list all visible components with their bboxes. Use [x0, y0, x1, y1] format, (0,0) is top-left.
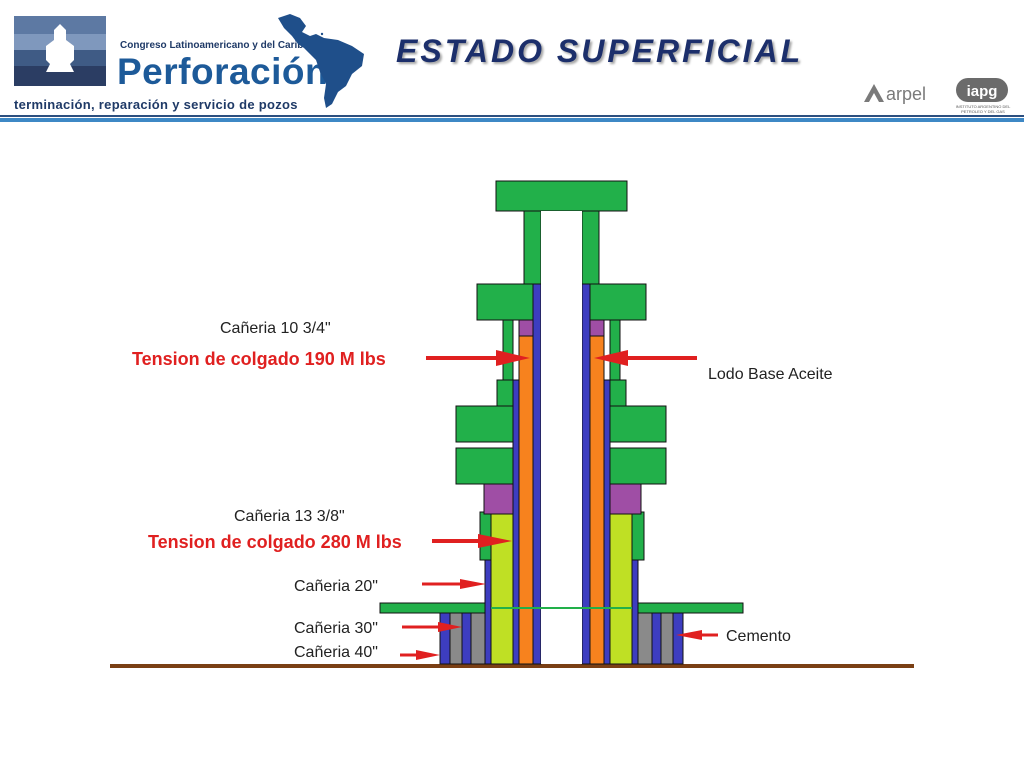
cement-right-inner	[637, 612, 653, 665]
label-casing-30: Cañeria 30"	[294, 620, 378, 637]
tagline: terminación, reparación y servicio de po…	[14, 97, 298, 112]
flange-upper-right	[589, 283, 647, 321]
slide-title: ESTADO SUPERFICIAL	[396, 33, 804, 69]
arpel-logo: arpel	[862, 78, 942, 106]
seal-upper-left	[518, 319, 534, 337]
header-rule-accent	[0, 118, 1024, 122]
iapg-subtitle: INSTITUTO ARGENTINO DEL PETROLEO Y DEL G…	[955, 104, 1011, 114]
upper-spool-right	[609, 319, 621, 381]
flange-mid-right	[609, 405, 667, 443]
label-casing-20: Cañeria 20"	[294, 578, 378, 595]
casing-20-right	[631, 559, 639, 665]
upper-spool-left	[502, 319, 514, 381]
casing-40-left	[439, 612, 451, 665]
casing-13-right	[603, 379, 611, 665]
casing-10-left	[532, 263, 542, 665]
flange-mid-left	[455, 405, 514, 443]
brand-name: Perforación	[117, 51, 329, 92]
casing-20-left	[484, 559, 492, 665]
arrow-casing-20	[422, 579, 486, 589]
seal-lower-right	[609, 483, 642, 515]
bore	[541, 211, 582, 664]
cement-13-right	[609, 513, 633, 665]
casing-10-right	[581, 263, 591, 665]
congress-line: Congreso Latinoamericano y del Caribe de	[120, 40, 324, 51]
neck-right	[581, 209, 600, 285]
arrow-cemento	[676, 630, 718, 640]
iapg-logo-icon: iapg	[956, 78, 1008, 102]
lower-spool-right	[631, 511, 645, 561]
label-lodo: Lodo Base Aceite	[708, 366, 833, 383]
label-tension-280: Tension de colgado 280 M lbs	[148, 532, 402, 552]
label-casing-40: Cañeria 40"	[294, 644, 378, 661]
flange-bottom-left	[455, 447, 514, 485]
arrow-casing-40	[400, 650, 440, 660]
cement-left-outer	[449, 612, 463, 665]
cement-13-left	[490, 513, 514, 665]
flange-upper-left	[476, 283, 534, 321]
cement-left-inner	[470, 612, 486, 665]
latin-america-map-icon	[278, 14, 364, 108]
mid-spool-right	[609, 379, 627, 407]
seal-lower-left	[483, 483, 514, 515]
cement-right-outer	[660, 612, 674, 665]
casing-30-right	[651, 612, 662, 665]
top-cap	[495, 180, 628, 212]
arrow-tension-190	[426, 350, 530, 366]
congress-logo-icon	[14, 16, 106, 86]
seal-upper-right	[589, 319, 605, 337]
svg-text:iapg: iapg	[967, 83, 998, 100]
arpel-logo-icon: arpel	[864, 84, 926, 104]
casing-40-right	[672, 612, 684, 665]
mid-spool-left	[496, 379, 514, 407]
slide-header: Congreso Latinoamericano y del Caribe de…	[0, 0, 1024, 122]
label-cemento: Cemento	[726, 628, 791, 645]
mud-left	[518, 334, 534, 665]
label-tension-190: Tension de colgado 190 M lbs	[132, 349, 386, 369]
arrow-lodo	[594, 350, 697, 366]
neck-left	[523, 209, 542, 285]
flange-bottom-right	[609, 447, 667, 485]
casing-30-left	[461, 612, 472, 665]
arrow-casing-30	[402, 622, 462, 632]
arrow-tension-280	[432, 534, 512, 548]
label-casing-13: Cañeria 13 3/8"	[234, 508, 345, 525]
header-rule	[0, 115, 1024, 117]
casing-13-left	[512, 379, 520, 665]
ground-line	[110, 664, 914, 668]
svg-text:arpel: arpel	[886, 84, 926, 104]
mud-right	[589, 334, 605, 665]
label-casing-10: Cañeria 10 3/4"	[220, 320, 331, 337]
